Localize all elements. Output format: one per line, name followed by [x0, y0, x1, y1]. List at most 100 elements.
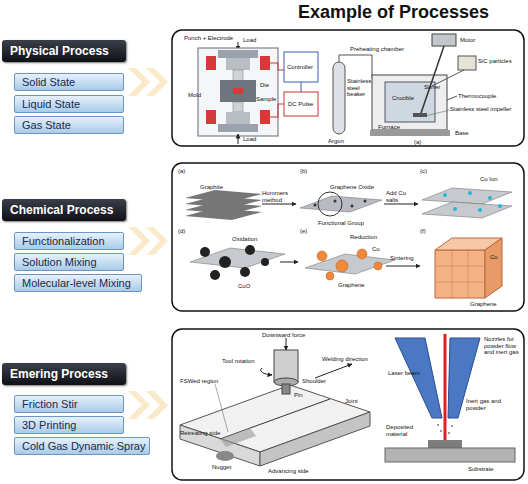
- graphene-copper-illustration-part-part: [468, 250, 469, 298]
- sps-illustration-part: [301, 82, 302, 92]
- graphene-copper-illustration-part-part: [435, 266, 485, 267]
- friction-stir-illustration-part: [282, 384, 290, 394]
- stir-casting-illustration-part: [458, 56, 476, 70]
- watermark-chevrons-part: [146, 68, 168, 96]
- graphene-copper-illustration-part-part: [185, 208, 262, 220]
- laser-deposition-illustration-part: [385, 448, 515, 462]
- panel-frame: [172, 30, 524, 480]
- diagram-title: Example of Processes: [298, 2, 489, 23]
- laser-deposition-illustration-part: [437, 424, 453, 434]
- process-item: Molecular-level Mixing: [14, 274, 142, 292]
- graphene-copper-illustration-part-part: [245, 245, 255, 255]
- sps-illustration-part: [260, 110, 270, 124]
- illustration-label: Graphite: [200, 184, 223, 191]
- graphene-copper-illustration-part-part: [453, 207, 457, 211]
- sps-illustration-part: [270, 104, 284, 117]
- graphene-copper-illustration: [185, 188, 512, 298]
- illustration-label: Nugget: [212, 464, 231, 471]
- illustration-label: Deposited material: [386, 424, 424, 437]
- illustration-label: Crucible: [392, 95, 414, 102]
- illustration-label: Retreating side: [180, 430, 220, 437]
- illustration-label: (b): [300, 168, 307, 175]
- watermark-chevrons-part: [128, 227, 150, 255]
- process-item: 3D Printing: [14, 416, 124, 434]
- stir-casting-illustration-part: [432, 70, 464, 86]
- watermark-chevrons: [128, 68, 168, 419]
- process-item: Solution Mixing: [14, 253, 124, 271]
- illustration-label: (d): [178, 228, 185, 235]
- illustration-label: Welding direction: [322, 356, 368, 363]
- illustration-label: Stirrer: [424, 84, 440, 91]
- sps-illustration-part: [233, 88, 243, 94]
- sps-illustration-part: [226, 112, 250, 124]
- illustration-label: Graphene Oxide: [330, 184, 374, 191]
- illustration-label: Cu Ion: [480, 176, 498, 183]
- graphene-copper-illustration-part-part: [498, 204, 502, 208]
- node-text: Functionalization: [22, 235, 105, 247]
- watermark-chevrons-part: [128, 68, 150, 96]
- node-text: Friction Stir: [22, 398, 78, 410]
- node-text: Solution Mixing: [22, 256, 97, 268]
- sps-illustration-part: [218, 124, 258, 132]
- graphene-copper-illustration-part-part: [468, 191, 472, 195]
- sps-illustration: [198, 42, 318, 144]
- laser-deposition-illustration-part: [395, 338, 442, 418]
- stir-casting-illustration-part: [447, 96, 457, 100]
- stir-casting-illustration-part: [372, 75, 447, 130]
- graphene-copper-illustration-part-part: [240, 267, 250, 277]
- illustration-label: FSWed region: [180, 378, 218, 385]
- graphene-copper-illustration-part-part: [374, 262, 382, 270]
- illustration-label: CuO: [238, 283, 250, 290]
- graphene-copper-illustration-part: [317, 249, 382, 280]
- sps-illustration-part: [218, 50, 258, 58]
- process-item: Friction Stir: [14, 395, 124, 413]
- illustration-label: Load: [243, 136, 256, 143]
- node-text: Chemical Process: [10, 203, 113, 217]
- stir-casting-illustration-part: [339, 55, 372, 78]
- illustration-label: Load: [243, 37, 256, 44]
- graphene-copper-illustration-part-part: [351, 205, 354, 208]
- friction-stir-illustration-part: [180, 425, 260, 466]
- illustration-label: Downward force: [262, 332, 305, 339]
- sps-illustration-part: [260, 56, 270, 70]
- illustration-label: Graphene: [470, 301, 497, 308]
- node-text: Solid State: [22, 76, 75, 88]
- graphene-copper-illustration-part-part: [478, 208, 482, 212]
- illustration-label: Thermocouple: [458, 93, 496, 100]
- graphene-copper-illustration-part-part: [261, 258, 269, 266]
- process-item: Liquid State: [14, 95, 124, 113]
- illustration-label: Sample: [256, 96, 276, 103]
- graphene-copper-illustration-part-part: [210, 270, 220, 280]
- illustration-label: Cu: [372, 246, 380, 253]
- friction-stir-illustration-part: [315, 364, 352, 378]
- laser-deposition-illustration-part-part: [440, 430, 442, 432]
- graphene-copper-illustration-part: [190, 248, 285, 268]
- graphene-copper-illustration-part-part: [364, 200, 367, 203]
- illustration-label: Functional Group: [318, 220, 364, 227]
- stir-casting-illustration-part: [413, 113, 427, 117]
- node-text: 3D Printing: [22, 419, 76, 431]
- graphene-copper-illustration-part: [280, 262, 298, 263]
- illustration-label: Cu: [490, 254, 498, 261]
- illustration-label: Die: [260, 82, 269, 89]
- graphene-copper-illustration-part: [422, 202, 512, 218]
- graphene-copper-illustration-part-part: [435, 282, 485, 283]
- graphene-copper-illustration-part: [314, 200, 367, 208]
- panel-frame-part: [172, 30, 524, 146]
- friction-stir-illustration-part: [286, 338, 287, 350]
- illustration-label: Controller: [287, 64, 313, 71]
- stir-casting-illustration-part: [425, 110, 450, 116]
- process-header: Chemical Process: [2, 199, 126, 221]
- graphene-copper-illustration-part: [443, 191, 502, 212]
- sps-illustration-part: [284, 92, 318, 116]
- illustration-label: Stainless steel impeller: [450, 106, 511, 113]
- illustration-label: Motor: [460, 37, 475, 44]
- illustration-label: Oxidation: [232, 236, 257, 243]
- sps-illustration-part: [226, 58, 250, 70]
- graphene-copper-illustration-part: [435, 250, 485, 298]
- illustration-label: Sintering: [390, 255, 414, 262]
- graphene-copper-illustration-part: [485, 238, 502, 298]
- process-header: Emering Process: [2, 363, 126, 385]
- illustration-label: Joint: [345, 398, 358, 405]
- illustration-label: Pin: [294, 392, 303, 399]
